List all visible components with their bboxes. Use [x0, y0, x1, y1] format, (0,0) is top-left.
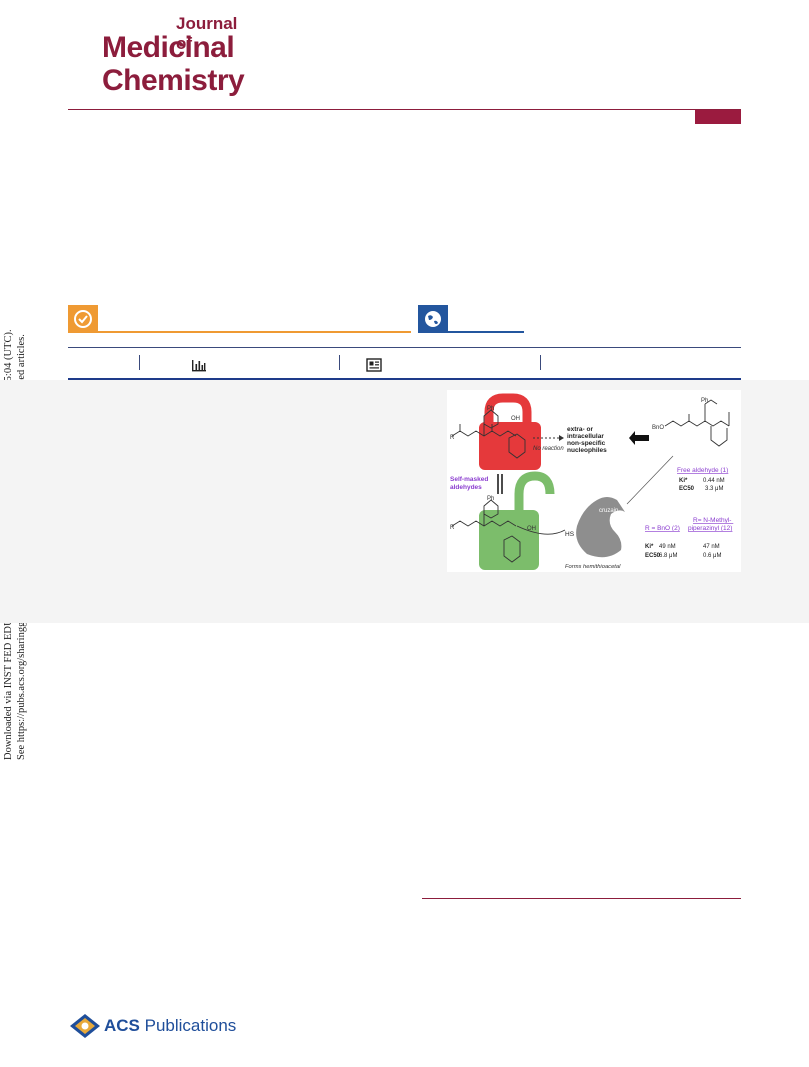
r-label: R [450, 525, 455, 531]
free-aldehyde-structure [664, 399, 730, 447]
header-divider [68, 109, 741, 110]
ki-label: Ki* [645, 544, 654, 550]
black-arrow-icon [629, 431, 649, 445]
ec-label: EC50 [645, 553, 661, 559]
bar-chart-icon[interactable] [191, 358, 207, 372]
metrics-separator [139, 355, 140, 370]
open-access-underline [98, 331, 411, 333]
bno-ec-value: 6.8 μM [659, 553, 677, 559]
publisher-name-bold: ACS [104, 1016, 140, 1035]
publisher-name: ACS Publications [104, 1016, 236, 1036]
chemical-structure [451, 409, 566, 563]
oh-label: OH [527, 526, 536, 532]
hs-label: HS [565, 531, 575, 538]
toc-graphic[interactable]: R Ph OH R Ph OH No reaction extra- or in… [447, 390, 741, 572]
free-ec-value: 3.3 μM [705, 486, 723, 492]
self-masked-label: Self-masked aldehydes [450, 476, 490, 491]
ph-label: Ph [701, 398, 708, 404]
r-methyl-link[interactable]: R= N-Methyl- piperazinyl (12) [688, 517, 733, 532]
article-type-tab [695, 110, 741, 124]
metrics-separator [540, 355, 541, 370]
methyl-ec-value: 0.6 μM [703, 553, 721, 559]
publisher-name-rest: Publications [139, 1016, 237, 1035]
journal-logo[interactable]: Journal of Medicinal Chemistry [100, 14, 250, 104]
arrow-head [559, 435, 564, 441]
free-aldehyde-link[interactable]: Free aldehyde (1) [677, 467, 728, 474]
open-access-badge[interactable] [68, 305, 98, 333]
nucleophiles-label: extra- or intracellular non-specific nuc… [567, 426, 607, 454]
journal-name-prefix: Journal of [176, 14, 238, 53]
r-bno-link[interactable]: R = BnO (2) [645, 525, 680, 532]
newspaper-icon[interactable] [366, 358, 382, 372]
cruzain-enzyme [576, 497, 625, 558]
footnote-divider [422, 898, 741, 899]
journal-name-line2: Chemistry [102, 64, 245, 97]
globe-icon [425, 311, 441, 327]
bno-ki-value: 49 nM [659, 544, 676, 550]
bno-label: BnO [652, 425, 664, 431]
metrics-bar-top-rule [68, 347, 741, 348]
ph-label: Ph [487, 496, 494, 502]
oh-label: OH [511, 416, 520, 422]
globe-badge[interactable] [418, 305, 448, 333]
red-padlock-icon [479, 393, 541, 470]
hemithioacetal-label: Forms hemithioacetal [565, 564, 621, 570]
ec-label: EC50 [679, 486, 695, 492]
equilibrium-arrow-icon [497, 474, 503, 494]
enzyme-label: cruzain [599, 508, 618, 514]
r-label: R [450, 435, 455, 441]
acs-logo-icon [70, 1014, 100, 1038]
acs-publications-logo[interactable]: ACS Publications [68, 1012, 238, 1042]
journal-name-line1: Medicinal [102, 31, 235, 64]
metrics-separator [339, 355, 340, 370]
pointer-line [626, 455, 674, 505]
globe-badge-underline [448, 331, 524, 333]
ki-label: Ki* [679, 478, 688, 484]
ph-label: Ph [487, 406, 494, 412]
metrics-bar-bottom-rule [68, 378, 741, 380]
green-padlock-icon [479, 471, 555, 570]
checkmark-icon [74, 310, 92, 328]
free-ki-value: 0.44 nM [703, 478, 725, 484]
methyl-ki-value: 47 nM [703, 544, 720, 550]
no-reaction-label: No reaction [533, 446, 564, 452]
